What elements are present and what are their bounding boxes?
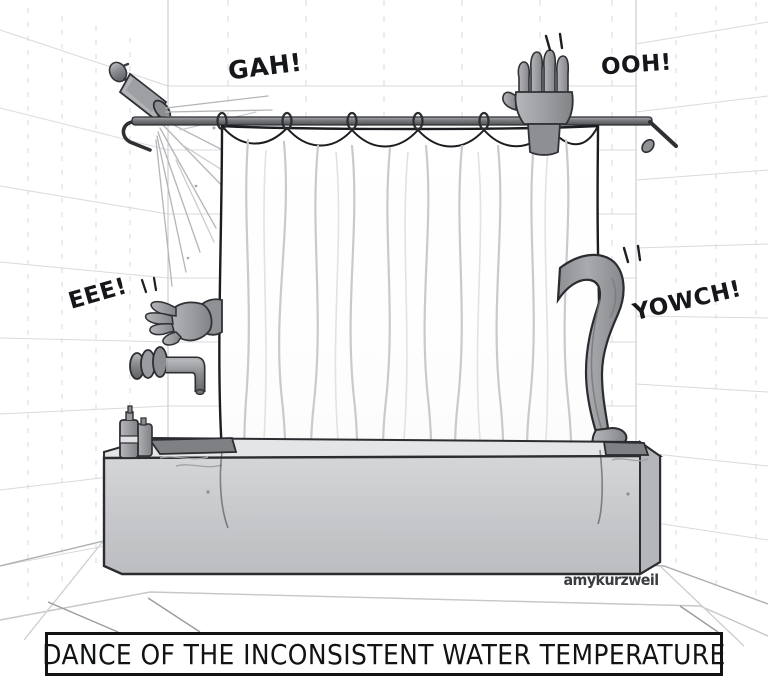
bathtub	[102, 436, 664, 576]
sound-effect-ooh: OOH!	[600, 49, 673, 81]
raised-hand	[502, 32, 574, 156]
tub-faucet	[129, 346, 206, 396]
caption-box: DANCE OF THE INCONSISTENT WATER TEMPERAT…	[42, 632, 726, 676]
bottles	[119, 405, 153, 459]
caption-hanger-lines	[47, 597, 719, 633]
reaching-hand	[140, 276, 223, 346]
caption-text: DANCE OF THE INCONSISTENT WATER TEMPERAT…	[42, 637, 726, 671]
artist-signature: amykurzweil	[563, 571, 660, 589]
